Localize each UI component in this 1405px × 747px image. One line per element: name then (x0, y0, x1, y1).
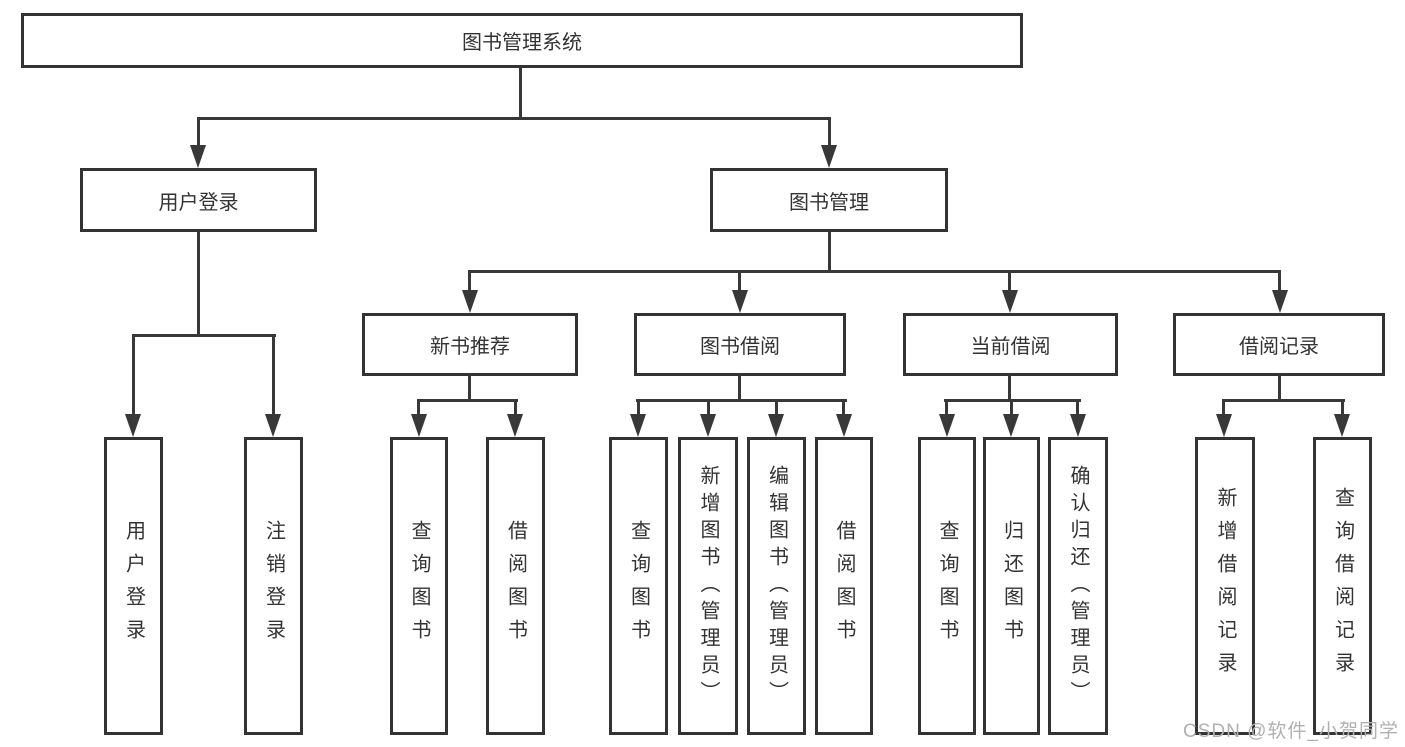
connector-line (842, 399, 845, 416)
leaf-query-borrow-record: 查询借阅记录 (1313, 437, 1372, 735)
connector-line (775, 399, 778, 416)
node-book-management: 图书管理 (710, 168, 948, 232)
node-label: 编辑图书（管理员） (765, 464, 788, 708)
node-label: 归还图书 (1000, 520, 1023, 652)
connector-line (707, 399, 710, 416)
connector-line (417, 399, 518, 402)
node-label: 借阅图书 (833, 520, 855, 652)
connector-line (1008, 270, 1011, 292)
leaf-return-books: 归还图书 (983, 437, 1040, 735)
csdn-watermark: CSDN @软件_小贺同学 (1183, 721, 1399, 742)
leaf-borrow-books: 借阅图书 (815, 437, 873, 735)
connector-line (132, 334, 276, 337)
connector-line (636, 399, 847, 402)
arrowhead-icon (821, 145, 837, 168)
connector-line (519, 68, 522, 119)
leaf-query-books-borrow: 查询图书 (609, 437, 668, 735)
leaf-add-borrow-record: 新增借阅记录 (1195, 437, 1255, 735)
node-label: 借阅记录 (1239, 336, 1319, 358)
connector-line (945, 399, 948, 416)
node-label: 图书管理 (789, 191, 869, 214)
connector-line (468, 270, 1281, 273)
arrowhead-icon (190, 145, 206, 168)
arrowhead-icon (1070, 414, 1086, 437)
node-label: 用户登录 (158, 191, 239, 214)
leaf-query-books-current: 查询图书 (918, 437, 976, 735)
node-label: 新增借阅记录 (1214, 487, 1236, 685)
node-label: 查询图书 (627, 520, 650, 652)
connector-line (1278, 270, 1281, 292)
arrowhead-icon (411, 414, 427, 437)
node-label: 查询借阅记录 (1331, 487, 1354, 685)
connector-line (637, 399, 640, 416)
arrowhead-icon (732, 290, 748, 313)
connector-line (132, 334, 135, 415)
leaf-add-books-admin: 新增图书（管理员） (678, 437, 738, 735)
leaf-query-books-recommend: 查询图书 (390, 437, 448, 735)
node-user-login: 用户登录 (80, 168, 317, 232)
leaf-borrow-books-recommend: 借阅图书 (486, 437, 545, 735)
connector-line (1076, 399, 1079, 416)
arrowhead-icon (630, 414, 646, 437)
node-label: 借阅图书 (504, 520, 527, 652)
arrowhead-icon (1272, 290, 1288, 313)
node-root-library-management-system: 图书管理系统 (21, 13, 1023, 68)
leaf-confirm-return-admin: 确认归还（管理员） (1048, 437, 1108, 735)
connector-line (1222, 399, 1225, 416)
connector-line (197, 117, 200, 147)
node-label: 当前借阅 (970, 336, 1051, 358)
node-label: 新书推荐 (430, 336, 510, 358)
arrowhead-icon (462, 290, 478, 313)
connector-line (738, 270, 741, 292)
leaf-edit-books-admin: 编辑图书（管理员） (747, 437, 806, 735)
node-label: 新增图书（管理员） (697, 464, 719, 708)
node-label: 注销登录 (262, 520, 285, 652)
node-borrow-records: 借阅记录 (1173, 313, 1385, 376)
node-book-borrow: 图书借阅 (634, 313, 846, 376)
arrowhead-icon (1003, 414, 1019, 437)
connector-line (197, 117, 831, 120)
connector-line (1341, 399, 1344, 416)
arrowhead-icon (700, 414, 716, 437)
connector-line (197, 232, 200, 337)
arrowhead-icon (265, 414, 281, 437)
node-label: 查询图书 (408, 520, 430, 652)
node-label: 图书管理系统 (462, 32, 582, 54)
connector-line (468, 374, 471, 402)
arrowhead-icon (768, 414, 784, 437)
node-current-borrow: 当前借阅 (903, 313, 1118, 376)
arrowhead-icon (1334, 414, 1350, 437)
connector-line (828, 232, 831, 272)
connector-line (514, 399, 517, 416)
connector-line (1278, 374, 1281, 402)
node-label: 确认归还（管理员） (1067, 464, 1089, 708)
connector-line (272, 334, 275, 415)
arrowhead-icon (939, 414, 955, 437)
arrowhead-icon (1002, 290, 1018, 313)
node-new-book-recommend: 新书推荐 (362, 313, 578, 376)
connector-line (417, 399, 420, 416)
leaf-logout: 注销登录 (244, 437, 303, 735)
connector-line (738, 374, 741, 402)
connector-line (1010, 399, 1013, 416)
arrowhead-icon (1216, 414, 1232, 437)
node-label: 用户登录 (122, 520, 145, 652)
connector-line (1008, 374, 1011, 402)
arrowhead-icon (507, 414, 523, 437)
connector-line (828, 117, 831, 147)
node-label: 查询图书 (936, 520, 958, 652)
leaf-user-login: 用户登录 (104, 437, 163, 735)
node-label: 图书借阅 (700, 336, 780, 358)
arrowhead-icon (125, 414, 141, 437)
connector-line (468, 270, 471, 292)
arrowhead-icon (836, 414, 852, 437)
connector-line (1222, 399, 1345, 402)
